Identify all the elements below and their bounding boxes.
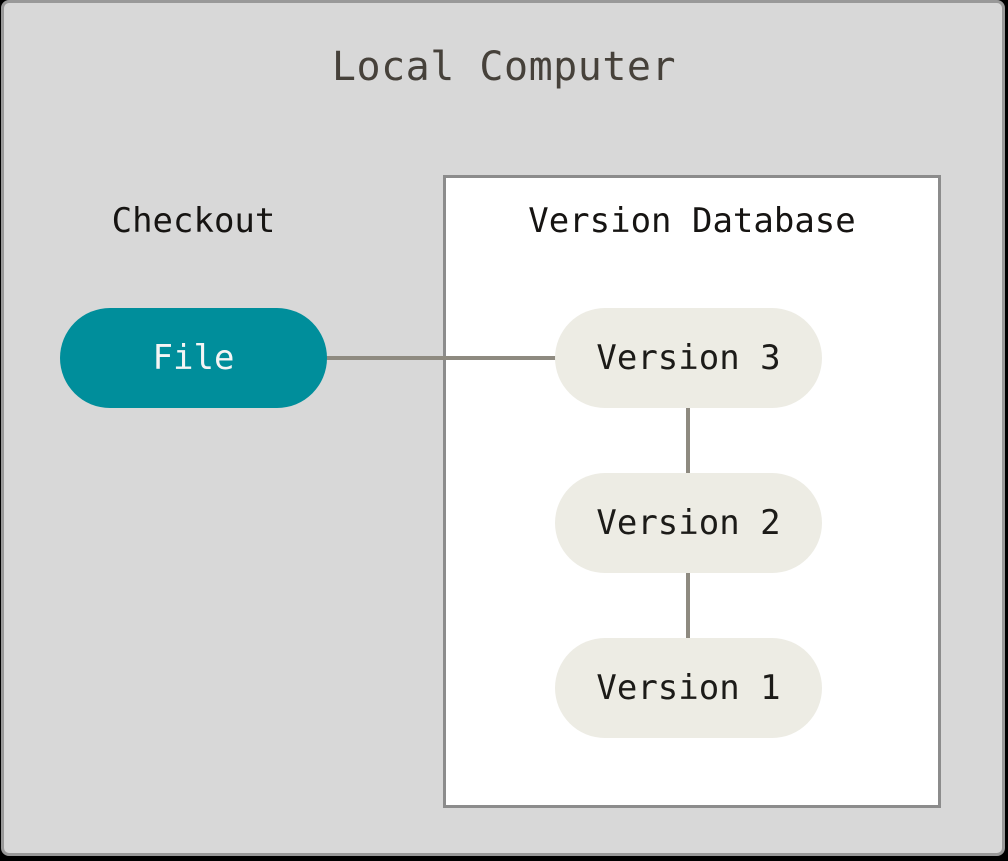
file-node: File bbox=[60, 308, 327, 408]
checkout-label: Checkout bbox=[111, 201, 276, 241]
version-database-title: Version Database bbox=[528, 201, 856, 241]
version-node-3: Version 3 bbox=[555, 308, 822, 408]
version-node-1: Version 1 bbox=[555, 638, 822, 738]
diagram-title: Local Computer bbox=[331, 44, 677, 90]
connector-version2-to-version1 bbox=[686, 570, 690, 640]
connector-file-to-version3 bbox=[325, 356, 557, 360]
version-node-label: Version 2 bbox=[596, 503, 781, 543]
connector-version3-to-version2 bbox=[686, 405, 690, 475]
version-node-label: Version 3 bbox=[596, 338, 781, 378]
file-node-label: File bbox=[152, 338, 235, 378]
version-node-label: Version 1 bbox=[596, 668, 781, 708]
version-node-2: Version 2 bbox=[555, 473, 822, 573]
